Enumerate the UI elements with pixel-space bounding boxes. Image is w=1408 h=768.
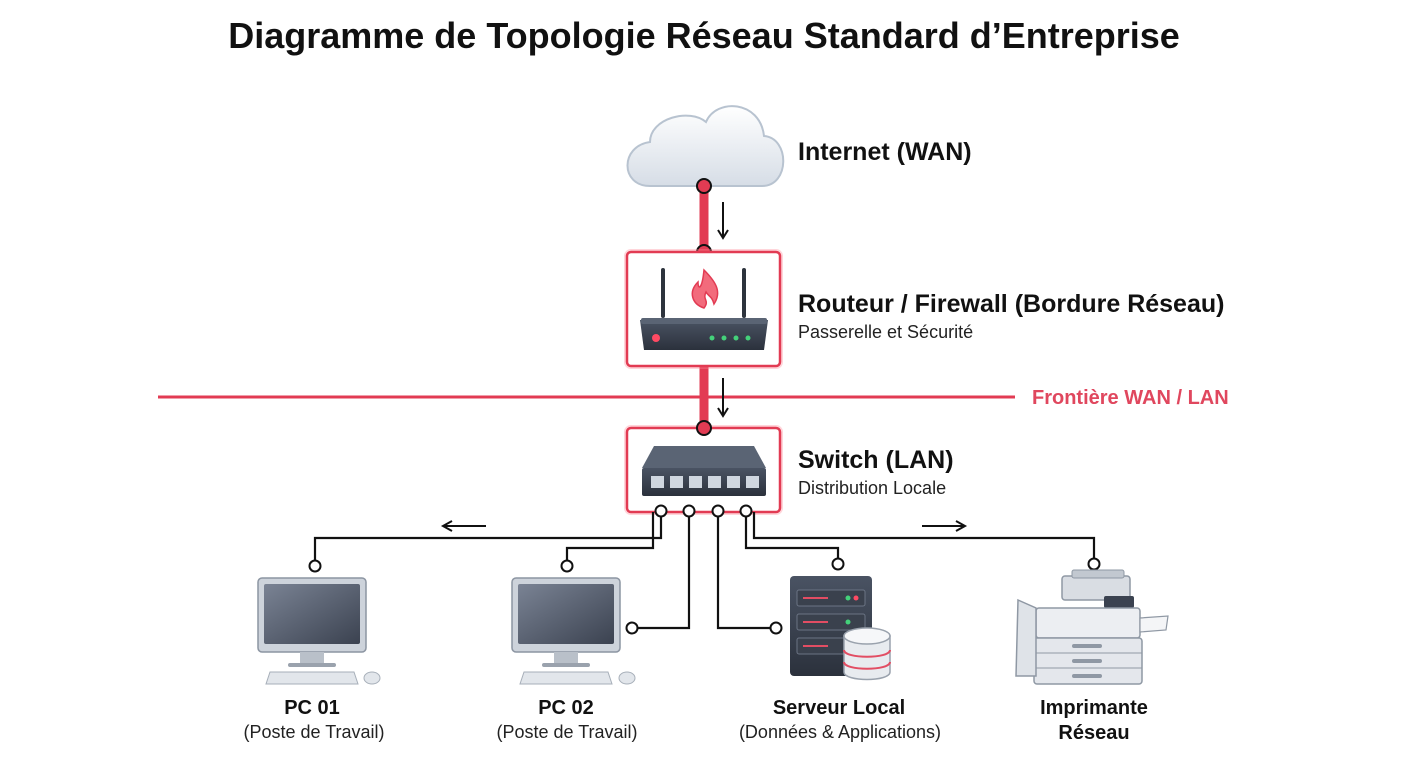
desktop-computer-icon	[257, 577, 381, 685]
lan-cabling	[313, 512, 1096, 630]
port-node	[711, 504, 725, 518]
port-node	[769, 621, 783, 635]
printer-title-line1: Imprimante	[1040, 697, 1148, 719]
cloud-icon	[626, 105, 785, 187]
router-label: Routeur / Firewall (Bordure Réseau)	[798, 290, 1224, 318]
internet-label: Internet (WAN)	[798, 138, 972, 166]
server-database-icon	[790, 576, 891, 681]
page-title: Diagramme de Topologie Réseau Standard d…	[228, 15, 1180, 56]
arrow-left-icon	[440, 520, 486, 532]
printer-icon	[1015, 569, 1169, 685]
wan-lan-boundary: Frontière WAN / LAN	[158, 387, 1229, 409]
desktop-computer-icon	[511, 577, 636, 685]
port-node	[739, 504, 753, 518]
switch-icon	[642, 446, 766, 496]
router-firewall-icon	[640, 268, 768, 350]
port-node	[696, 178, 712, 194]
router-sublabel: Passerelle et Sécurité	[798, 322, 973, 342]
boundary-label: Frontière WAN / LAN	[1032, 387, 1229, 409]
router-firewall-box	[624, 249, 783, 369]
printer-title-line2: Réseau	[1058, 722, 1129, 744]
flow-arrow-icon	[717, 378, 729, 418]
server-title: Serveur Local	[773, 697, 905, 719]
port-node	[1087, 557, 1101, 571]
switch-label: Switch (LAN)	[798, 446, 954, 474]
port-node	[654, 504, 668, 518]
server-subtitle: (Données & Applications)	[739, 722, 941, 742]
switch-box	[624, 425, 783, 515]
port-node	[308, 559, 322, 573]
port-node	[682, 504, 696, 518]
port-node	[625, 621, 639, 635]
pc1-subtitle: (Poste de Travail)	[243, 722, 384, 742]
pc2-title: PC 02	[538, 697, 594, 719]
port-node	[696, 420, 712, 436]
port-node	[831, 557, 845, 571]
pc1-title: PC 01	[284, 697, 340, 719]
flow-arrow-icon	[717, 202, 729, 240]
pc2-subtitle: (Poste de Travail)	[496, 722, 637, 742]
arrow-right-icon	[922, 520, 968, 532]
switch-sublabel: Distribution Locale	[798, 478, 946, 498]
port-node	[560, 559, 574, 573]
